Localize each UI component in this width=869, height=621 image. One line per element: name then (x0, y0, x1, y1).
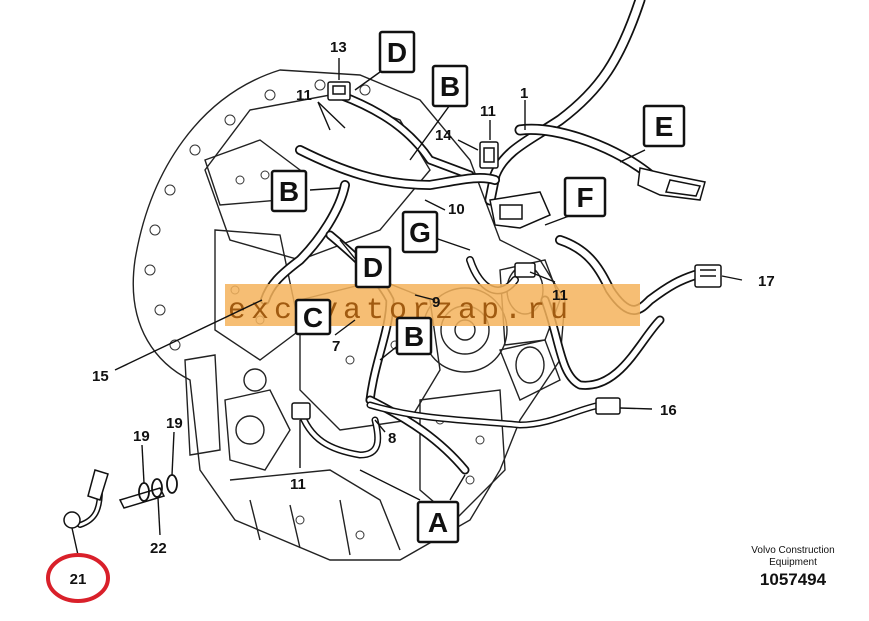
letter-a: A (428, 507, 448, 538)
letter-d-top: D (387, 37, 407, 68)
highlight-circle-21 (46, 553, 110, 603)
letter-f: F (576, 182, 593, 213)
connector-16 (595, 397, 621, 415)
sensor-21 (63, 469, 166, 529)
leader-lines (71, 58, 743, 556)
letter-b-mid: B (404, 321, 424, 352)
callout-16: 16 (660, 402, 677, 419)
brand-label: Volvo Construction Equipment (751, 545, 835, 568)
callout-11-top-left: 11 (296, 87, 312, 104)
letter-d-mid: D (363, 252, 383, 283)
callout-1: 1 (520, 85, 528, 102)
connector-11-right (514, 262, 536, 278)
callout-11-lower: 11 (290, 476, 306, 493)
callout-10: 10 (448, 201, 465, 218)
connector-17 (694, 264, 722, 288)
callout-19-right: 19 (166, 415, 183, 432)
connector-13 (327, 81, 351, 101)
letter-b-left: B (279, 176, 299, 207)
watermark-band (225, 284, 640, 326)
callout-13: 13 (330, 39, 347, 56)
letter-b-top: B (440, 71, 460, 102)
callout-9: 9 (432, 294, 440, 311)
callout-8: 8 (388, 430, 396, 447)
callout-11-right: 11 (552, 287, 568, 304)
connector-11-lower (291, 402, 311, 420)
module-f (489, 191, 551, 229)
callout-7: 7 (332, 338, 340, 355)
letter-e: E (655, 111, 674, 142)
callout-11-top-right: 11 (480, 103, 496, 120)
callout-14: 14 (435, 127, 452, 144)
letter-boxes (270, 30, 686, 544)
callout-22: 22 (150, 540, 167, 557)
document-number: 1057494 (759, 570, 827, 589)
callout-19-left: 19 (133, 428, 150, 445)
callout-15: 15 (92, 368, 109, 385)
connector-14 (479, 141, 499, 169)
letter-g: G (409, 217, 431, 248)
callout-21: 21 (70, 571, 87, 588)
connector-e (637, 167, 706, 201)
callout-17: 17 (758, 273, 775, 290)
letter-c: C (303, 302, 323, 333)
